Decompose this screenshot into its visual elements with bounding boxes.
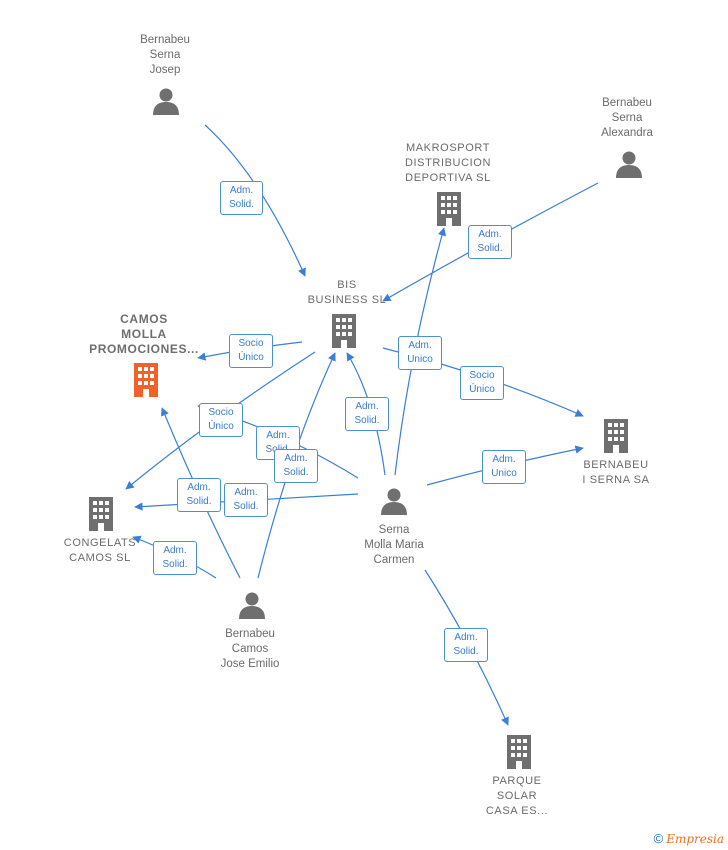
node-label-camos-molla[interactable]: CAMOS MOLLA PROMOCIONES... xyxy=(89,312,199,356)
edge-label: Adm. Solid. xyxy=(345,397,389,431)
node-label-bernabeu-i-serna[interactable]: BERNABEU I SERNA SA xyxy=(582,459,650,486)
building-icon-highlighted[interactable] xyxy=(134,363,158,397)
edge-label: Adm. Solid. xyxy=(224,483,268,517)
person-icon[interactable] xyxy=(616,151,642,179)
node-label-makrosport[interactable]: MAKROSPORT DISTRIBUCION DEPORTIVA SL xyxy=(404,142,492,184)
edge-label: Adm. Solid. xyxy=(177,478,221,512)
brand-logo[interactable]: Empresia xyxy=(666,832,724,846)
edge-label: Socio Único xyxy=(460,366,504,400)
building-icon[interactable] xyxy=(604,419,628,453)
node-label-serna-molla[interactable]: Serna Molla Maria Carmen xyxy=(364,524,424,566)
building-icon[interactable] xyxy=(507,735,531,769)
edge-label: Adm. Solid. xyxy=(220,181,263,215)
node-label-bernabeu-camos[interactable]: Bernabeu Camos Jose Emilio xyxy=(220,628,280,670)
person-icon[interactable] xyxy=(381,488,407,516)
node-label-parque-solar[interactable]: PARQUE SOLAR CASA ES... xyxy=(485,775,549,817)
node-label-bernabeu-serna-alexandra[interactable]: Bernabeu Serna Alexandra xyxy=(601,97,653,139)
node-label-bernabeu-serna-josep[interactable]: Bernabeu Serna Josep xyxy=(140,34,190,76)
edge-label: Adm. Unico xyxy=(482,450,526,484)
edge-label: Socio Único xyxy=(229,334,273,368)
edge-label: Adm. Solid. xyxy=(468,225,512,259)
node-label-bis-business[interactable]: BIS BUSINESS SL xyxy=(307,279,387,306)
node-label-congelats-camos[interactable]: CONGELATS CAMOS SL xyxy=(63,537,137,564)
building-icon[interactable] xyxy=(89,497,113,531)
building-icon[interactable] xyxy=(332,314,356,348)
person-icon[interactable] xyxy=(153,88,179,116)
edge-label: Socio Único xyxy=(199,403,243,437)
person-icon[interactable] xyxy=(239,592,265,620)
copyright-icon: © xyxy=(653,831,664,846)
edge-label: Adm. Solid. xyxy=(153,541,197,575)
edge-label: Adm. Solid. xyxy=(444,628,488,662)
edge-label: Adm. Unico xyxy=(398,336,442,370)
building-icon[interactable] xyxy=(437,192,461,226)
footer-watermark: ©Empresia xyxy=(654,831,724,846)
edge-label: Adm. Solid. xyxy=(274,449,318,483)
